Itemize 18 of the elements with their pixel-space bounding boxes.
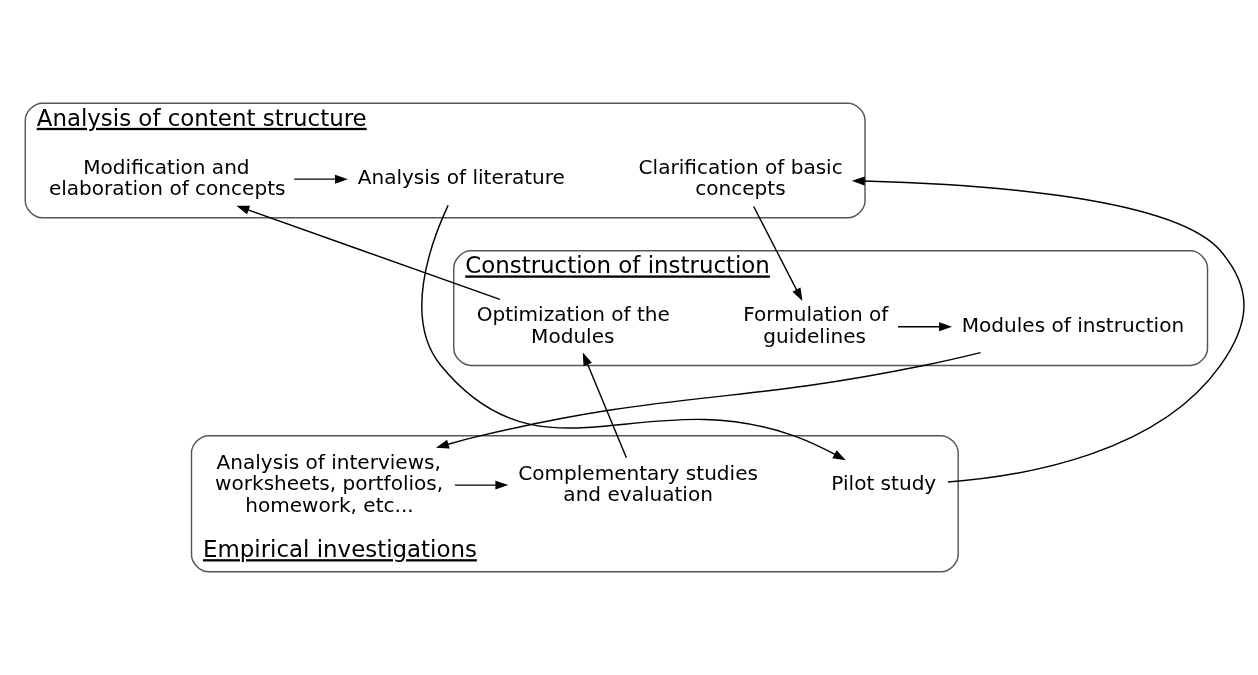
node-text: Analysis of literature [357, 165, 565, 190]
node-text: Modification and elaboration of concepts [48, 154, 286, 201]
arrow [582, 352, 628, 459]
node-text: Formulation of guidelines [743, 302, 889, 348]
arrow [435, 351, 982, 449]
node-text: Modules of instruction [961, 313, 1185, 338]
node-text: Clarification of basic concepts [638, 154, 843, 201]
node-text: Complementary studies and evaluation [518, 460, 758, 507]
arrow [236, 205, 501, 301]
node-text: Optimization of the Modules [476, 302, 670, 348]
node-text: Pilot study [831, 471, 937, 496]
node-text: Analysis of interviews, worksheets, portfolios, homework, etc... [215, 449, 444, 517]
arrow [851, 176, 1245, 483]
arrow [752, 205, 803, 302]
arrow [421, 204, 846, 461]
arrow [454, 480, 509, 490]
arrow [897, 322, 953, 332]
arrow [293, 174, 348, 184]
